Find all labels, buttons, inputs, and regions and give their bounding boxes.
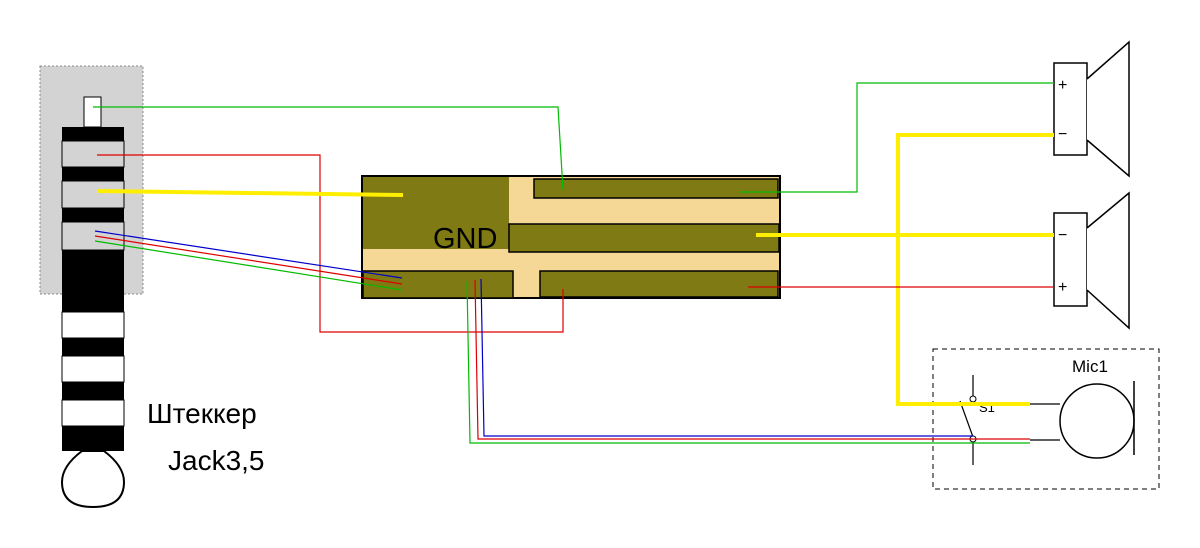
- wire-green-tip: [93, 106, 564, 191]
- pcb-pad-left-channel: [533, 178, 779, 199]
- speaker-left-magnet: [1053, 62, 1088, 156]
- pcb-board: GND: [361, 175, 781, 299]
- speaker-left: + −: [1053, 40, 1130, 178]
- pcb-gnd-pad-left: [363, 177, 509, 249]
- mic-label: Mic1: [1072, 357, 1108, 376]
- gnd-label: GND: [433, 223, 497, 255]
- wire-green-speaker: [740, 82, 1054, 193]
- plug-tip-top: [83, 96, 102, 128]
- microphone-symbol: [1059, 383, 1135, 459]
- speaker-left-minus-label: −: [1058, 126, 1067, 143]
- wire-yellow-rail: [896, 133, 1054, 406]
- wire-red-sleeve: [94, 235, 403, 285]
- pcb-pad-right-channel: [539, 270, 779, 298]
- speaker-right-minus-label: −: [1058, 227, 1067, 244]
- speaker-right: − +: [1053, 191, 1130, 330]
- wires: [93, 82, 1054, 444]
- wire-blue-mic: [480, 278, 973, 437]
- speaker-left-plus-label: +: [1058, 77, 1067, 94]
- plug-cable-end: [60, 450, 126, 509]
- wire-red-ring: [97, 154, 564, 333]
- switch-s1: S1: [959, 375, 995, 465]
- speaker-right-cone: [1086, 191, 1130, 330]
- wire-green-mic: [466, 281, 1030, 444]
- plug-name-label: Штеккер: [147, 398, 257, 429]
- wire-green-sleeve: [94, 240, 403, 291]
- plug-body: [61, 127, 125, 451]
- wire-blue-sleeve: [94, 230, 403, 279]
- pcb-gnd-pad-right: [508, 223, 780, 253]
- wire-red-mic: [474, 279, 1030, 440]
- mic-module-frame: [932, 348, 1160, 490]
- speaker-right-plus-label: +: [1058, 279, 1067, 296]
- plug-type-label: Jack3,5: [168, 445, 265, 476]
- mic-module: Mic1 S1: [932, 348, 1160, 490]
- jack-plug: [39, 65, 144, 509]
- wire-yellow-gnd: [96, 189, 404, 197]
- speaker-left-cone: [1086, 40, 1130, 178]
